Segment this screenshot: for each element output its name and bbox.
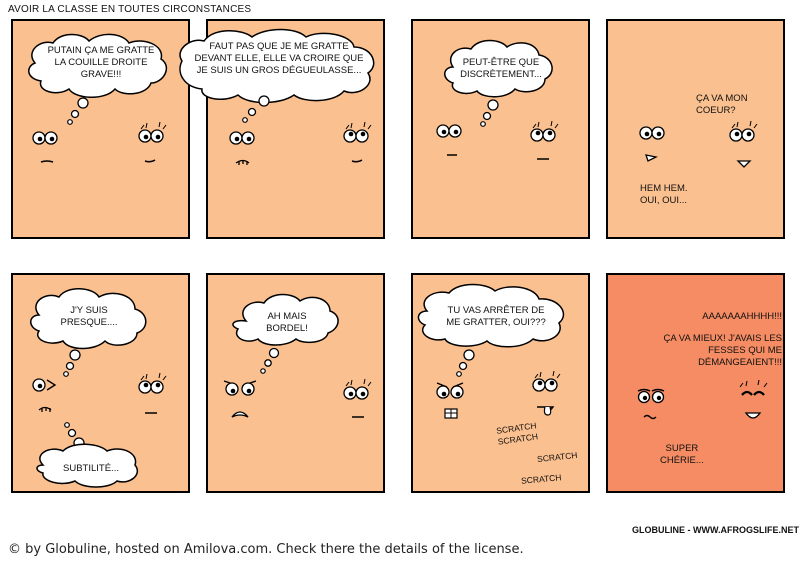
- character-left: [637, 388, 665, 420]
- thought-bubble: [417, 283, 565, 377]
- character-right: [138, 121, 167, 163]
- character-left: [639, 126, 665, 162]
- comic-title: AVOIR LA CLASSE EN TOUTES CIRCONSTANCES: [8, 4, 252, 15]
- thought-text: J'Y SUIS PRESQUE....: [60, 305, 118, 328]
- license-text: © by Globuline, hosted on Amilova.com. C…: [8, 542, 524, 557]
- speech-mid-text: ÇA VA MIEUX! J'AVAIS LES FESSES QUI ME D…: [663, 333, 783, 368]
- thought-text: PUTAIN ÇA ME GRATTE LA COUILLE DROITE GR…: [47, 45, 155, 80]
- speech-right-text: ÇA VA MON COEUR?: [696, 93, 748, 116]
- thought-text-2: SUBTILITÉ...: [63, 463, 119, 474]
- character-left: [223, 380, 257, 418]
- speech-top-text: AAAAAAAHHHH!!!: [702, 311, 782, 322]
- thought-text: AH MAIS BORDEL!: [266, 311, 308, 334]
- character-right: [729, 120, 758, 168]
- character-right: [532, 370, 561, 416]
- thought-bubble: [179, 28, 375, 123]
- thought-text: TU VAS ARRÊTER DE ME GRATTER, OUI???: [446, 305, 546, 328]
- comic-panel-3: PEUT-ÊTRE QUE DISCRÈTEMENT...: [411, 19, 590, 239]
- thought-bubble: [30, 288, 147, 488]
- comic-panel-5: J'Y SUIS PRESQUE.... SUBTILITÉ...: [11, 273, 190, 493]
- character-right: [530, 120, 559, 160]
- author-credit: GLOBULINE - WWW.AFROGSLIFE.NET: [632, 525, 799, 535]
- thought-bubble: [28, 33, 168, 125]
- thought-bubble: [232, 293, 339, 374]
- comic-panel-4: ÇA VA MON COEUR? HEM HEM. OUI, OUI...: [606, 19, 785, 239]
- character-left: [436, 382, 464, 419]
- comic-panel-6: AH MAIS BORDEL!: [206, 273, 385, 493]
- character-left: [32, 378, 57, 412]
- comic-panel-2: FAUT PAS QUE JE ME GRATTE DEVANT ELLE, E…: [179, 19, 385, 239]
- comic-panel-8: AAAAAAAHHHH!!! ÇA VA MIEUX! J'AVAIS LES …: [606, 273, 785, 493]
- thought-bubble: [444, 39, 553, 127]
- character-left: [229, 131, 255, 165]
- thought-text: FAUT PAS QUE JE ME GRATTE DEVANT ELLE, E…: [194, 41, 364, 76]
- comic-panel-1: PUTAIN ÇA ME GRATTE LA COUILLE DROITE GR…: [11, 19, 190, 239]
- speech-left-text: SUPER CHÉRIE...: [660, 443, 704, 466]
- comic-panel-7: TU VAS ARRÊTER DE ME GRATTER, OUI??? SCR…: [411, 273, 590, 493]
- character-right: [343, 121, 372, 163]
- character-right: [138, 372, 167, 414]
- character-left: [32, 131, 58, 163]
- thought-text: PEUT-ÊTRE QUE DISCRÈTEMENT...: [460, 57, 542, 80]
- character-left: [436, 124, 462, 156]
- speech-left-text: HEM HEM. OUI, OUI...: [640, 183, 688, 206]
- character-right: [343, 378, 372, 418]
- character-right: [739, 379, 768, 419]
